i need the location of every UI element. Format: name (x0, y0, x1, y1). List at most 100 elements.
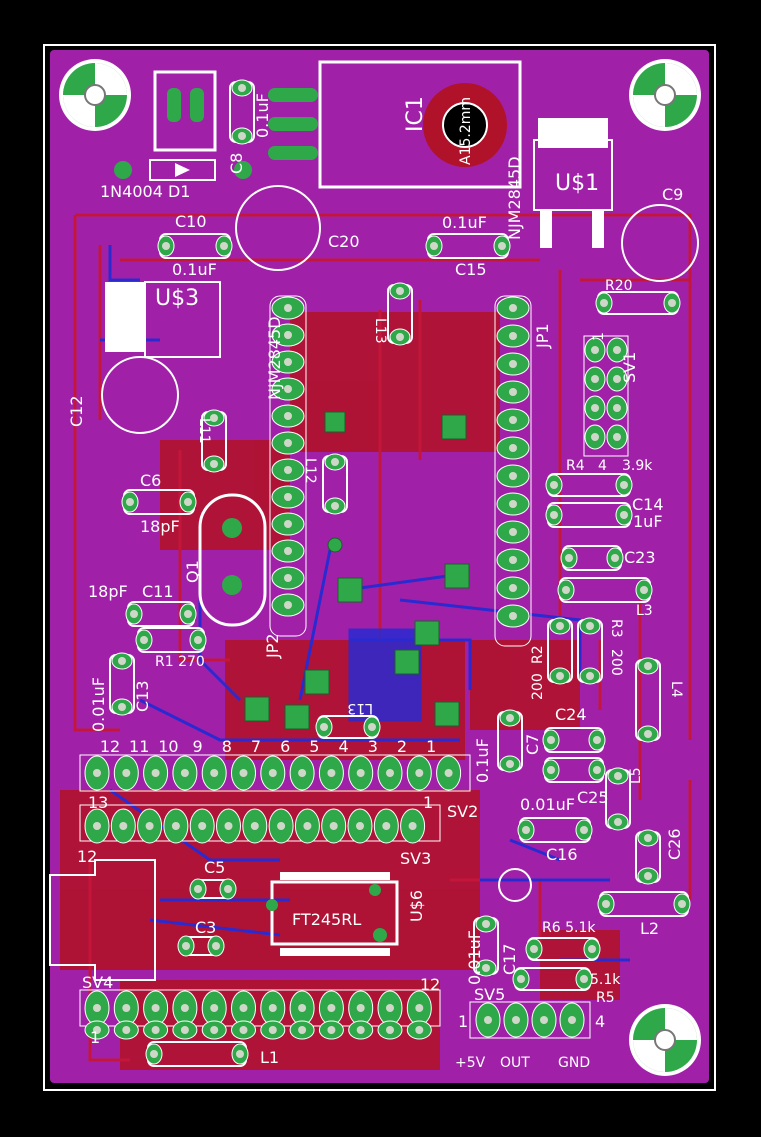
label-ic1-value: A15.2mm (458, 97, 474, 165)
label-l13: L13 (372, 318, 388, 344)
label-c7-value: 0.1uF (473, 738, 492, 783)
pad-hole (644, 834, 652, 842)
pad-hole (562, 586, 570, 594)
label-jp1: JP1 (533, 323, 552, 349)
label-c14: C14 (632, 495, 664, 514)
pad-hole (145, 822, 154, 830)
label-njm-left: NJM2845D (265, 316, 284, 400)
pad-hole (415, 769, 424, 777)
pad-hole (212, 942, 220, 950)
label-d1: 1N4004 D1 (100, 182, 190, 201)
pad-hole (140, 636, 148, 644)
label-c7: C7 (523, 734, 542, 755)
pad-hole (171, 822, 180, 830)
pad-hole (180, 1026, 189, 1034)
pad-hole (600, 299, 608, 307)
pad-hole (239, 769, 248, 777)
pad-hole (126, 498, 134, 506)
label-l11: L11 (196, 418, 212, 444)
pad-hole (284, 547, 292, 555)
label-r3-value: 200 (608, 649, 624, 676)
label-r2: R2 (530, 645, 546, 664)
label-l1: L1 (260, 1048, 279, 1067)
smd-components (109, 79, 691, 1067)
pad-hole (180, 1004, 189, 1012)
pad-hole (591, 346, 599, 354)
pad-hole (93, 1004, 101, 1012)
pad-hole (331, 502, 339, 510)
label-r4-pin: 4 (598, 458, 607, 474)
label-plus5v: +5V (455, 1055, 486, 1071)
pad-hole (386, 1026, 394, 1034)
label-sv5: SV5 (474, 985, 505, 1004)
pad-hole (356, 822, 364, 830)
pad-hole (644, 872, 652, 880)
pad-hole (482, 964, 490, 972)
pad-hole (593, 736, 601, 744)
label-jp2: JP2 (263, 633, 282, 659)
label-c15-value: 0.1uF (442, 213, 487, 232)
label-c11-value: 18pF (88, 582, 128, 601)
pad-hole (580, 826, 588, 834)
pad-hole (593, 766, 601, 774)
label-r6: R6 5.1k (542, 920, 596, 936)
label-l13b: L13 (347, 700, 373, 716)
pad-hole (238, 84, 246, 92)
header-jp2 (269, 295, 307, 637)
label-c14-value: 1uF (633, 512, 663, 531)
pad-hole (547, 736, 555, 744)
pad-hole (540, 1016, 548, 1024)
crystal-q1 (198, 493, 267, 627)
pad-hole (620, 511, 628, 519)
row-header-pads (84, 755, 585, 1040)
sv2-outline (79, 754, 471, 792)
label-gnd: GND (558, 1055, 590, 1071)
d1-connector (114, 70, 252, 181)
pad-hole (611, 554, 619, 562)
label-s12: 12 (77, 847, 97, 866)
pad-hole (522, 826, 530, 834)
pad-hole (386, 1004, 394, 1012)
ft245rl-chip (266, 872, 399, 956)
pad-hole (356, 769, 365, 777)
pad-hole (396, 287, 404, 295)
pad-hole (506, 714, 514, 722)
pad-hole (530, 945, 538, 953)
sv2-pin-number: 1 (426, 737, 436, 756)
pad-hole (210, 460, 218, 468)
pad-hole (268, 769, 277, 777)
label-c13-value: 0.01uF (89, 677, 108, 732)
pad-hole (602, 900, 610, 908)
pad-hole (224, 885, 232, 893)
label-ic1: IC1 (403, 96, 428, 132)
pad-hole (284, 331, 292, 339)
pad-hole (182, 942, 190, 950)
label-c16: C16 (546, 845, 578, 864)
pad-hole (118, 657, 126, 665)
pad-hole (150, 1050, 158, 1058)
pad-hole (284, 412, 292, 420)
sv2-pin-number: 9 (193, 737, 203, 756)
board-outline (43, 44, 716, 1091)
pad-hole (180, 769, 189, 777)
pad-hole (614, 818, 622, 826)
label-sv4-pin12: 12 (420, 975, 440, 994)
pad-hole (550, 481, 558, 489)
pad-hole (509, 584, 517, 592)
pad-hole (620, 481, 628, 489)
pad-hole (565, 554, 573, 562)
pad-hole (284, 574, 292, 582)
pad-hole (184, 498, 192, 506)
pad-hole (277, 822, 286, 830)
pad-hole (386, 769, 394, 777)
label-sv3-pin1: 1 (423, 793, 433, 812)
pad-hole (550, 511, 558, 519)
label-c8: C8 (227, 153, 246, 174)
pad-hole (509, 500, 517, 508)
pad-hole (119, 822, 128, 830)
sv1-header (583, 335, 629, 457)
usb-outline (49, 859, 156, 981)
pad-hole (130, 610, 138, 618)
